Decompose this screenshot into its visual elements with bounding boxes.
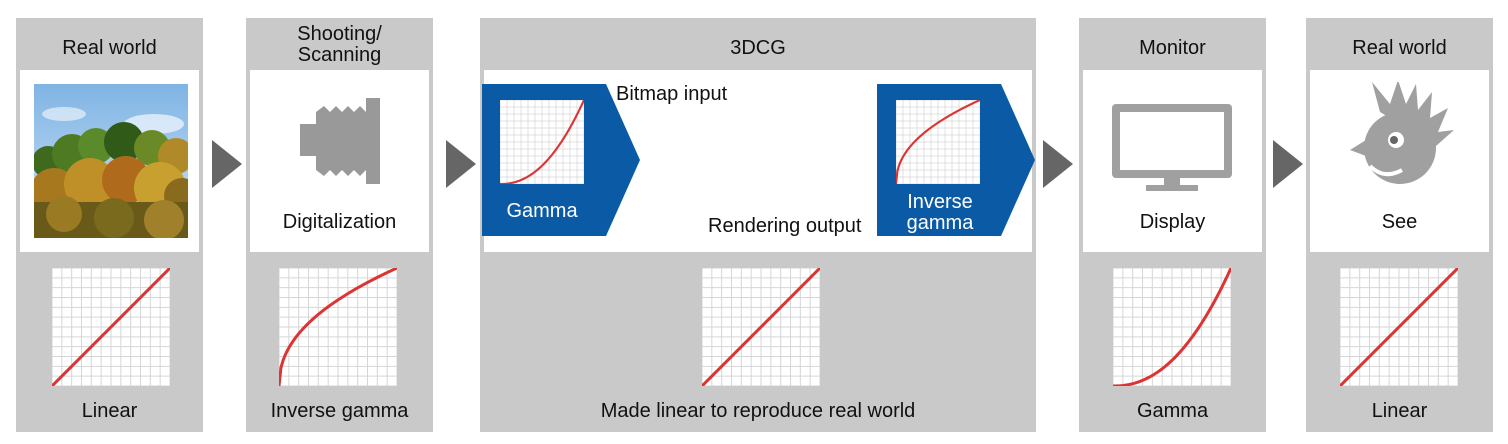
landscape-photo	[34, 84, 188, 238]
stage-box: Digitalization	[250, 70, 429, 252]
panel-real-world-input: Real world	[16, 18, 203, 432]
rendering-output-label: Rendering output	[708, 215, 862, 237]
panel-monitor: Monitor Display Gamma	[1079, 18, 1266, 432]
stage-label: Digitalization	[282, 211, 397, 233]
curve-label: Made linear to reproduce real world	[600, 400, 916, 422]
monitor-icon	[1112, 104, 1232, 191]
linear-curve	[700, 266, 822, 388]
linear-curve	[1338, 266, 1460, 388]
panel-title: Monitor	[1139, 37, 1206, 59]
gamma-curve	[499, 99, 585, 186]
inverse-gamma-curve-chart	[277, 266, 398, 387]
inverse-curve	[894, 99, 981, 185]
stage-label: See	[1381, 211, 1418, 233]
arrow-right-icon	[1043, 140, 1073, 188]
gamma-curve	[1112, 267, 1233, 388]
panel-title-line1: Shooting/	[297, 23, 382, 45]
arrow-right-icon	[1273, 140, 1303, 188]
person-face-icon	[1350, 82, 1454, 184]
panel-title: Real world	[62, 37, 157, 59]
curve-label: Linear	[1371, 400, 1428, 422]
linear-curve-chart	[50, 266, 172, 388]
linear-curve-chart	[700, 266, 822, 388]
stage-box: Display	[1083, 70, 1262, 252]
panel-shooting-scanning: Shooting/ Scanning Digitalization Invers…	[246, 18, 433, 432]
stage-label: Display	[1139, 211, 1206, 233]
panel-title: Real world	[1352, 37, 1447, 59]
linear-curve	[50, 266, 172, 388]
curve-label: Inverse gamma	[270, 400, 409, 422]
bitmap-input-label: Bitmap input	[616, 83, 728, 105]
gamma-block-label: Gamma	[506, 200, 578, 222]
camera-lens-icon	[300, 98, 380, 184]
linear-curve-chart	[1338, 266, 1460, 388]
curve-label: Linear	[81, 400, 138, 422]
inverse-gamma-block-label-line1: Inverse	[907, 191, 973, 213]
gamma-curve-chart	[1112, 267, 1233, 388]
inverse-gamma-block-label-line2: gamma	[906, 212, 974, 234]
stage-box: See	[1310, 70, 1489, 252]
panel-3dcg: 3DCG Gamma Bitmap input Rendering output…	[480, 18, 1036, 432]
inverse-curve	[277, 266, 398, 387]
arrow-right-icon	[446, 140, 476, 188]
curve-label: Gamma	[1136, 400, 1209, 422]
panel-real-world-output: Real world See Linear	[1306, 18, 1493, 432]
panel-title-line2: Scanning	[297, 44, 382, 66]
inverse-gamma-curve-chart	[894, 99, 981, 185]
panel-title: 3DCG	[730, 37, 786, 59]
stage-box: Gamma Bitmap input Rendering output Inve…	[482, 70, 1035, 252]
stage-box	[20, 70, 199, 252]
arrow-right-icon	[212, 140, 242, 188]
gamma-curve-chart	[499, 99, 585, 186]
